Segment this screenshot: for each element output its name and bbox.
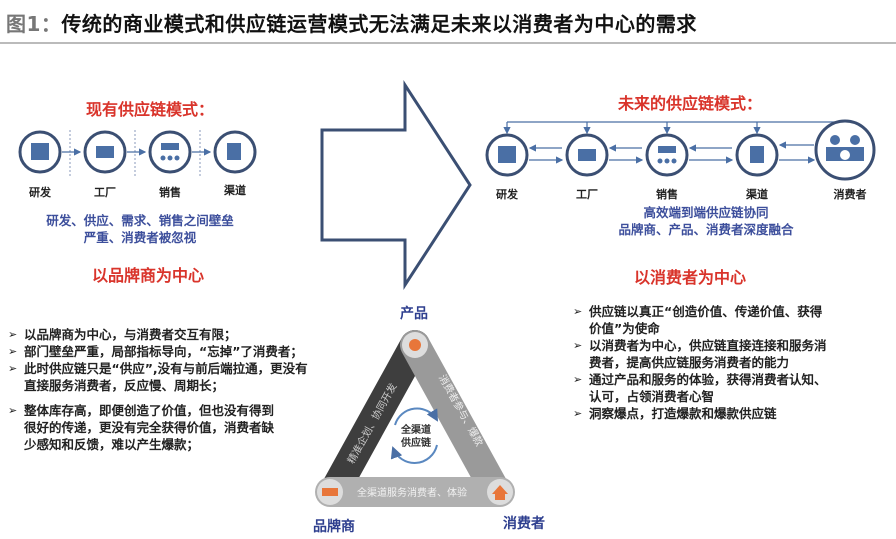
vertex-product: 产品	[400, 306, 428, 322]
center-label-2: 供应链	[400, 436, 432, 449]
node-label: 工厂	[576, 188, 598, 201]
future-model-heading: 未来的供应链模式：	[617, 94, 763, 113]
node-label: 渠道	[224, 184, 246, 197]
node-label: 销售	[159, 186, 181, 199]
current-desc: 研发、供应、需求、销售之间壁垒严重、消费者被忽视	[46, 213, 234, 245]
node-label: 研发	[496, 188, 518, 201]
consumer-center-heading: 以消费者为中心	[633, 268, 747, 287]
node-label: 销售	[656, 188, 678, 201]
title-divider	[0, 42, 896, 44]
node-label: 渠道	[746, 188, 768, 201]
future-chain	[503, 121, 842, 164]
node-label: 工厂	[94, 186, 116, 199]
node-label: 研发	[29, 186, 51, 199]
future-desc: 高效端到端供应链协同品牌商、产品、消费者深度融合	[618, 205, 794, 237]
sales-node-icon	[148, 130, 192, 174]
triangle-graphic: 全渠道 供应链 精准企划、协同开发 消费者参与、爆款 全渠道服务消费者、体验	[315, 330, 515, 507]
current-chain	[18, 130, 257, 178]
center-label-1: 全渠道	[400, 423, 431, 436]
node-label: 消费者	[833, 188, 867, 201]
vertex-brand: 品牌商	[313, 519, 355, 535]
bottom-edge-label: 全渠道服务消费者、体验	[357, 486, 467, 499]
figure-title: 图1：传统的商业模式和供应链运营模式无法满足未来以消费者为中心的需求	[6, 12, 697, 36]
brand-center-heading: 以品牌商为中心	[91, 266, 205, 285]
current-bullets: 以品牌商为中心，与消费者交互有限； 部门壁垒严重，局部指标导向，“忘掉”了消费者…	[8, 326, 308, 453]
vertex-consumer: 消费者	[503, 516, 545, 532]
big-arrow-icon	[320, 79, 472, 291]
future-bullets: 供应链以真正“创造价值、传递价值、获得价值”为使命 以消费者为中心，供应链直接连…	[573, 303, 833, 422]
current-model-heading: 现有供应链模式：	[85, 100, 215, 119]
